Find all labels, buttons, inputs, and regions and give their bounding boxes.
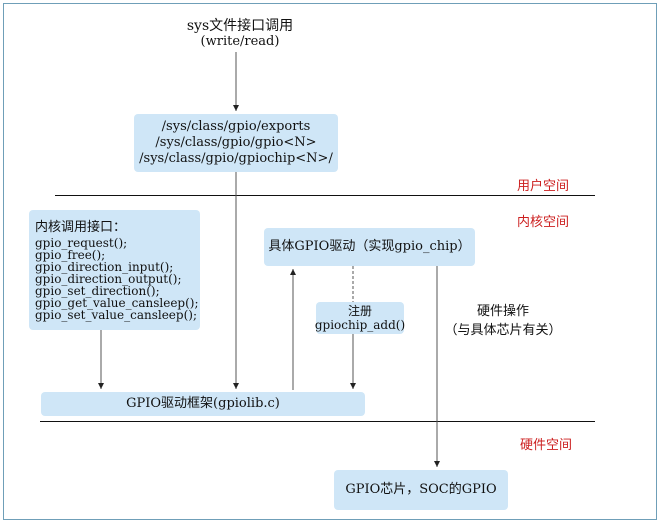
kernel-hardware-divider — [40, 421, 595, 422]
gpiochip-add-label: gpiochip_add() — [314, 318, 406, 332]
hardware-operation-caption: 硬件操作 （与具体芯片有关） — [444, 304, 562, 339]
chip-specific-note: （与具体芯片有关） — [444, 323, 562, 338]
hardware-operation-label: 硬件操作 — [476, 304, 529, 319]
kernel-api-box: 内核调用接口： gpio_request(); gpio_free(); gpi… — [29, 210, 200, 330]
hardware-space-label: 硬件空间 — [520, 438, 573, 453]
sysfs-line: /sys/class/gpio/gpio<N> — [155, 135, 317, 150]
register-label: 注册 — [347, 304, 372, 318]
sysfs-line: /sys/class/gpio/gpiochip<N>/ — [139, 151, 333, 166]
kernel-api-item: gpio_set_direction(); — [35, 284, 160, 298]
sys-interface-subtitle: (write/read) — [200, 34, 280, 49]
kernel-api-item: gpio_direction_input(); — [35, 260, 174, 274]
register-box: 注册 gpiochip_add() — [314, 302, 406, 334]
kernel-api-item: gpio_request(); — [35, 236, 128, 250]
user-space-label: 用户空间 — [517, 179, 570, 194]
kernel-api-item: gpio_get_value_cansleep(); — [35, 296, 199, 310]
user-kernel-divider — [55, 195, 595, 196]
sysfs-box: /sys/class/gpio/exports /sys/class/gpio/… — [134, 114, 338, 172]
kernel-api-item: gpio_free(); — [35, 248, 106, 262]
kernel-space-label: 内核空间 — [517, 215, 570, 230]
gpio-chip-box: GPIO芯片，SOC的GPIO — [334, 470, 508, 510]
sys-interface-title: sys文件接口调用 — [186, 18, 294, 34]
kernel-api-title: 内核调用接口： — [35, 220, 127, 235]
sysfs-line: /sys/class/gpio/exports — [161, 119, 311, 134]
diagram-frame — [3, 3, 657, 520]
gpiolib-framework-label: GPIO驱动框架(gpiolib.c) — [126, 396, 280, 411]
sys-interface-caption: sys文件接口调用 (write/read) — [170, 18, 310, 50]
gpio-chip-label: GPIO芯片，SOC的GPIO — [345, 482, 497, 497]
kernel-api-item: gpio_direction_output(); — [35, 272, 182, 286]
gpiolib-framework-box: GPIO驱动框架(gpiolib.c) — [41, 392, 365, 416]
gpio-driver-box: 具体GPIO驱动（实现gpio_chip） — [264, 228, 475, 266]
gpio-driver-label: 具体GPIO驱动（实现gpio_chip） — [268, 239, 471, 254]
kernel-api-item: gpio_set_value_cansleep(); — [35, 308, 197, 322]
